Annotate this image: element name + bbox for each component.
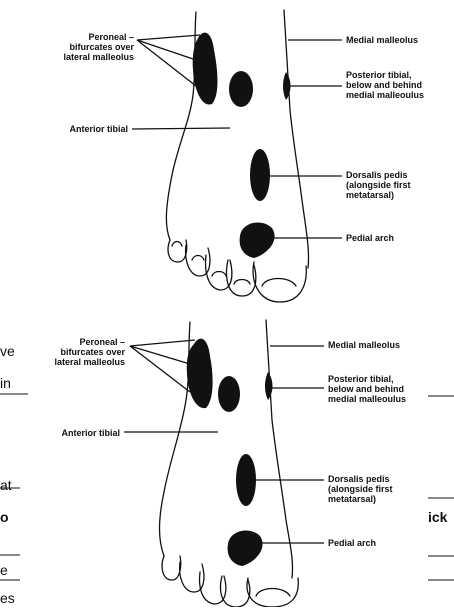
label-dorsalis-pedis-line-2: (alongside first	[328, 484, 393, 494]
fragment-text-2: in	[0, 375, 11, 391]
label-dorsalis-pedis-line-2: (alongside first	[346, 180, 411, 190]
foot-lateral-edge	[166, 12, 196, 240]
fragment-text-6: es	[0, 590, 15, 606]
label-posterior-tibial-line-3: medial malleoulus	[328, 394, 406, 404]
toenail-4	[192, 256, 204, 261]
label-dorsalis-pedis-line-1: Dorsalis pedis	[328, 474, 390, 484]
toenail-3	[212, 272, 226, 277]
foot-diagram-top: Peroneal – bifurcates over lateral malle…	[63, 10, 424, 302]
anterior-tibial-pulse-marker	[229, 71, 253, 107]
label-pedial-arch: Pedial arch	[328, 538, 376, 548]
label-posterior-tibial-line-1: Posterior tibial,	[346, 70, 412, 80]
foot-outline	[166, 10, 308, 302]
label-anterior-tibial: Anterior tibial	[61, 428, 120, 438]
label-peroneal-line-1: Peroneal –	[79, 337, 125, 347]
label-peroneal-line-3: lateral malleolus	[63, 52, 134, 62]
toe-5	[168, 240, 187, 262]
label-dorsalis-pedis-line-3: metatarsal)	[346, 190, 394, 200]
label-peroneal-line-1: Peroneal –	[88, 32, 134, 42]
toenail-1	[262, 279, 296, 287]
label-posterior-tibial-line-2: below and behind	[346, 80, 422, 90]
foot-medial-edge	[284, 10, 309, 268]
pulse-markers	[193, 33, 291, 258]
fragment-text-3: at	[0, 477, 12, 493]
label-pedial-arch: Pedial arch	[346, 233, 394, 243]
label-medial-malleolus: Medial malleolus	[346, 35, 418, 45]
label-posterior-tibial-line-2: below and behind	[328, 384, 404, 394]
toe-1	[253, 262, 306, 302]
fragment-text-4: o	[0, 509, 9, 525]
label-medial-malleolus: Medial malleolus	[328, 340, 400, 350]
toenail-2	[234, 280, 250, 285]
toenail-5	[172, 242, 182, 247]
label-anterior-tibial: Anterior tibial	[69, 124, 128, 134]
label-leader-lines	[132, 35, 342, 238]
fragment-text-1: ve	[0, 343, 15, 359]
diagram-labels: Peroneal – bifurcates over lateral malle…	[63, 32, 424, 243]
fragment-text-right: ick	[428, 509, 448, 525]
label-dorsalis-pedis-line-1: Dorsalis pedis	[346, 170, 408, 180]
label-posterior-tibial-line-3: medial malleoulus	[346, 90, 424, 100]
fragment-text-5: e	[0, 562, 8, 578]
peroneal-pulse-marker	[193, 33, 218, 105]
label-peroneal-line-2: bifurcates over	[69, 42, 134, 52]
label-peroneal-line-3: lateral malleolus	[54, 357, 125, 367]
label-dorsalis-pedis-line-3: metatarsal)	[328, 494, 376, 504]
anterior-tibial-pulse-marker	[218, 376, 240, 412]
label-peroneal-line-2: bifurcates over	[60, 347, 125, 357]
label-posterior-tibial-line-1: Posterior tibial,	[328, 374, 394, 384]
pedial-arch-pulse-marker	[240, 222, 275, 258]
dorsalis-pedis-pulse-marker	[250, 149, 270, 201]
